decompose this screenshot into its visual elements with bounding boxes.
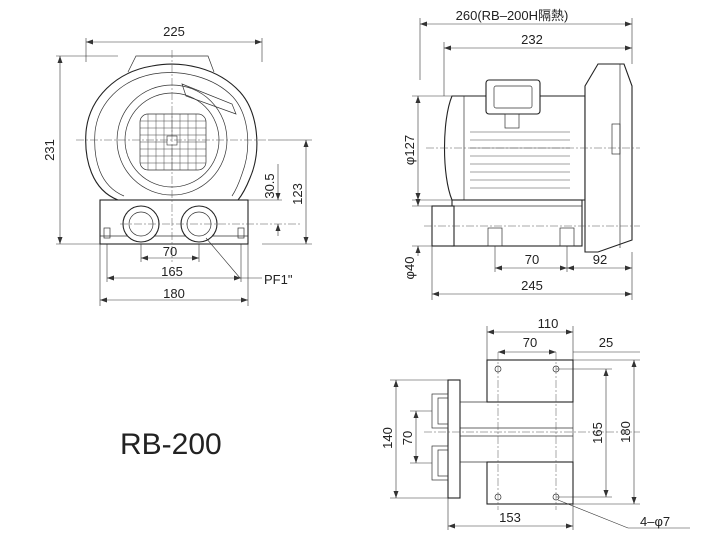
dim-port-spacing-140: 140 <box>380 427 395 449</box>
dim-center-height: 123 <box>290 183 305 205</box>
dim-base-hole-spacing-x: 70 <box>523 335 537 350</box>
dim-edge-offset: 25 <box>599 335 613 350</box>
dim-base-hole-spacing: 165 <box>161 264 183 279</box>
dim-motor-diameter: φ127 <box>402 135 417 165</box>
dim-port-spacing: 70 <box>163 244 177 259</box>
front-housing-outline <box>85 63 258 201</box>
dim-base-width: 180 <box>163 286 185 301</box>
dim-inner-spacing: 70 <box>400 431 415 445</box>
dim-outlet-height: 30.5 <box>262 173 277 198</box>
dim-port-diameter: φ40 <box>402 257 417 280</box>
base-foot-bottom <box>486 461 574 505</box>
base-flange <box>447 379 461 499</box>
side-view: 260(RB–200H隔熱) 232 φ127 φ40 70 92 245 <box>402 8 640 300</box>
dim-base-length: 153 <box>499 510 521 525</box>
blower-housing <box>584 63 633 253</box>
dim-overall-length: 245 <box>521 278 543 293</box>
dim-base-hole-spacing-y: 165 <box>590 422 605 444</box>
dim-overall-height: 231 <box>42 139 57 161</box>
base-view: 110 70 25 140 70 165 180 153 4–φ7 <box>380 316 690 530</box>
port-thread-label: PF1" <box>264 272 293 287</box>
side-base <box>451 199 583 247</box>
dim-overall-width: 225 <box>163 24 185 39</box>
dim-length-heat-insulated: 260(RB–200H隔熱) <box>456 8 569 23</box>
dim-side-hole-spacing: 70 <box>525 252 539 267</box>
model-label: RB-200 <box>120 428 222 461</box>
dim-side-offset: 92 <box>593 252 607 267</box>
dim-overall-depth: 180 <box>618 421 633 443</box>
dim-length: 232 <box>521 32 543 47</box>
front-base-plate <box>99 199 249 245</box>
front-view: 225 231 30.5 123 70 165 180 PF1" <box>42 24 312 306</box>
mounting-hole-callout: 4–φ7 <box>640 514 670 529</box>
dim-base-width-110: 110 <box>538 316 559 331</box>
